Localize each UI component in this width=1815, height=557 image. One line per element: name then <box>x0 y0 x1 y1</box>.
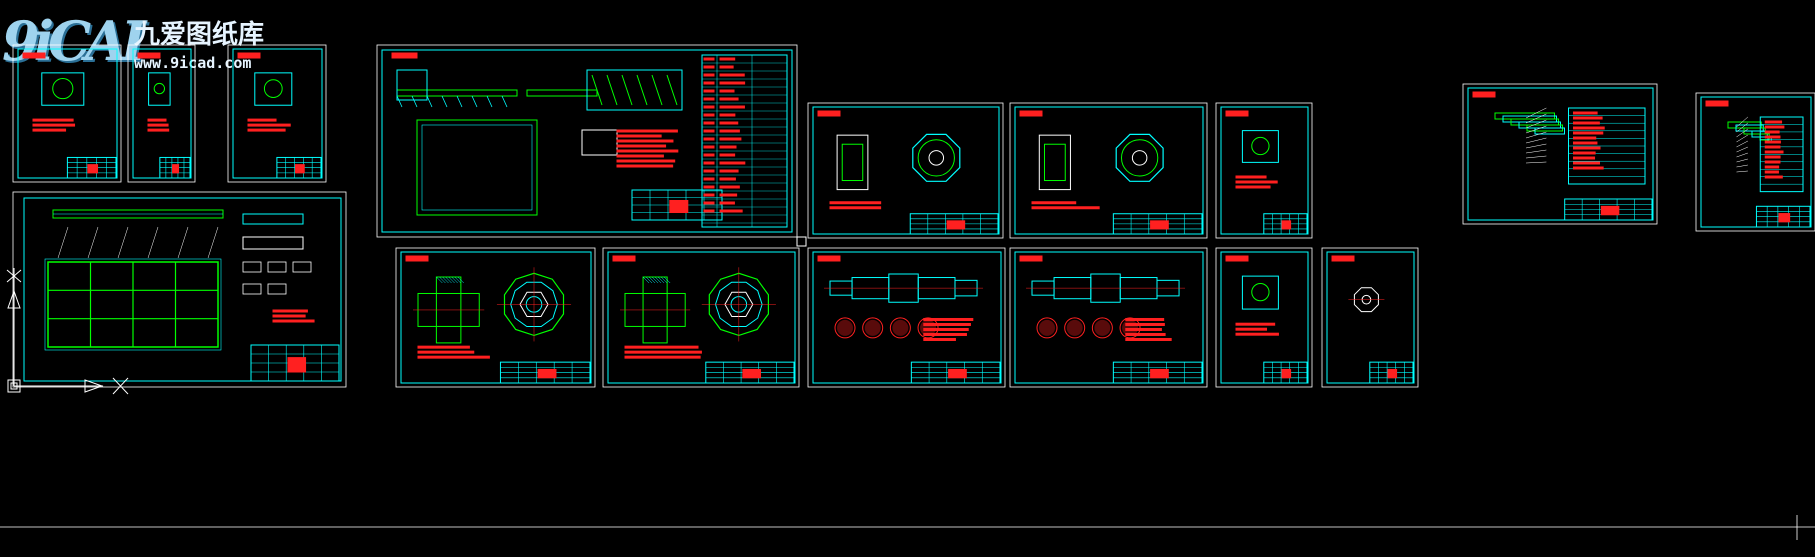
drawing-sheet <box>1009 102 1208 239</box>
drawing-sheet-frame <box>12 191 347 388</box>
drawing-sheet <box>1215 102 1313 239</box>
drawing-sheet <box>1215 247 1313 388</box>
drawing-sheet <box>395 247 596 388</box>
crosshair-cursor-icon <box>796 236 807 247</box>
logo-mark: 9iCAI <box>2 9 146 73</box>
drawing-sheet <box>1462 83 1658 225</box>
drawing-sheet <box>807 247 1006 388</box>
drawing-sheet-assembly <box>376 44 798 238</box>
drawing-sheet <box>1009 247 1208 388</box>
drawing-sheet <box>127 44 196 183</box>
drawing-sheet <box>1321 247 1419 388</box>
drawing-sheets <box>0 44 1815 540</box>
drawing-sheet <box>602 247 800 388</box>
logo-url: www.9icad.com <box>134 54 252 72</box>
drawing-sheet <box>12 44 122 183</box>
drawing-sheet <box>807 102 1004 239</box>
drawing-sheet <box>227 44 327 183</box>
ucs-axis-icon <box>6 268 129 395</box>
drawing-sheet <box>1695 92 1815 232</box>
watermark-logo: 9iCAI 九爱图纸库 www.9icad.com <box>2 14 302 84</box>
